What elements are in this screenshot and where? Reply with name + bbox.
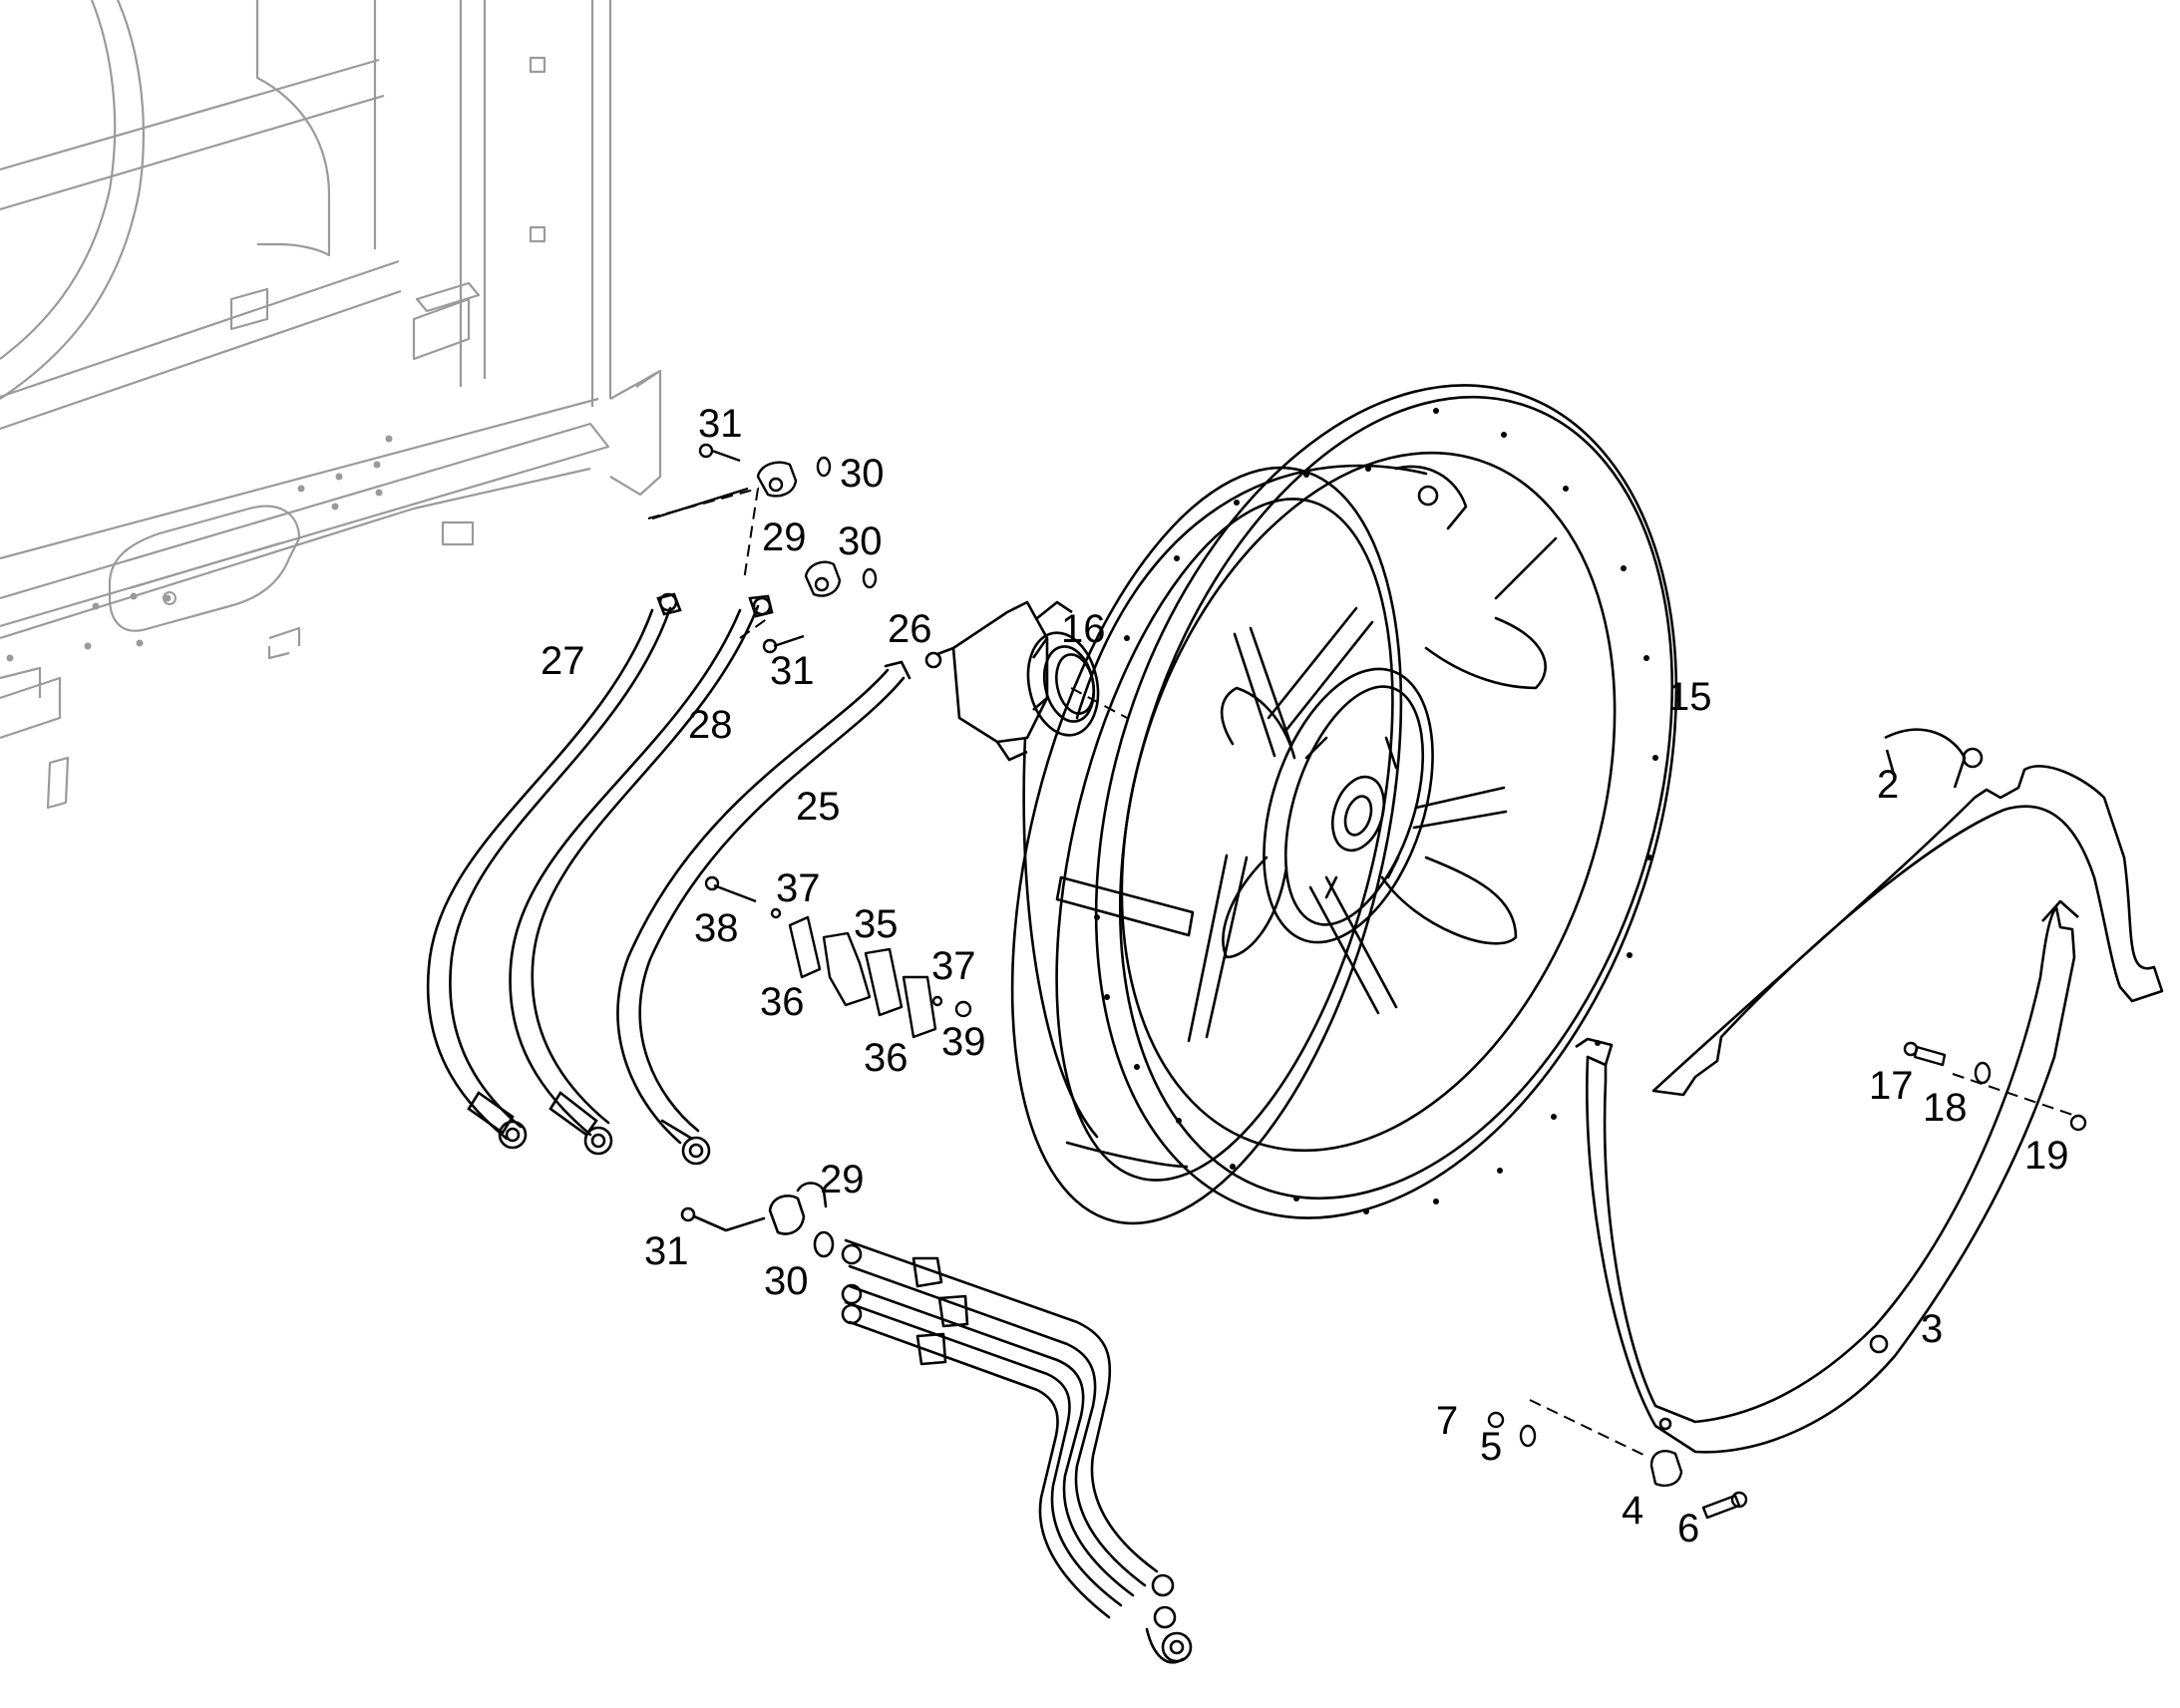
callout-labels: 31 30 29 30 26 16 27 31 28 15 25 2 37 38…	[541, 402, 2069, 1550]
callout-6: 6	[1677, 1507, 1699, 1550]
callout-30: 30	[764, 1259, 809, 1303]
callout-15: 15	[1667, 675, 1712, 719]
callout-37: 37	[931, 944, 976, 988]
rim-bolt-holes	[1094, 408, 1658, 1214]
callout-36: 36	[864, 1036, 908, 1080]
callout-16: 16	[1061, 607, 1106, 651]
callout-36: 36	[760, 980, 805, 1024]
shroud-segment-2	[1651, 728, 2164, 1097]
callout-31: 31	[644, 1229, 689, 1273]
hoses	[426, 592, 911, 1166]
callout-31: 31	[698, 402, 743, 446]
flange-clamps-top	[651, 443, 878, 654]
callout-19: 19	[2024, 1134, 2069, 1178]
callout-4: 4	[1622, 1489, 1643, 1533]
hydraulic-motor	[924, 600, 1100, 762]
clamp-bracket-set	[704, 875, 972, 1039]
callout-18: 18	[1923, 1086, 1968, 1130]
callout-30: 30	[838, 519, 883, 563]
callout-3: 3	[1921, 1307, 1943, 1351]
callout-29: 29	[762, 515, 807, 559]
fan-housing	[1010, 384, 1678, 1225]
callout-31: 31	[770, 649, 815, 693]
steel-tube-assembly	[680, 1182, 1193, 1664]
machine-frame	[0, 0, 662, 810]
callout-17: 17	[1869, 1064, 1914, 1108]
callout-2: 2	[1877, 763, 1899, 807]
callout-25: 25	[796, 785, 841, 829]
callout-7: 7	[1436, 1399, 1458, 1443]
callout-35: 35	[854, 902, 899, 946]
callout-39: 39	[941, 1020, 986, 1064]
callout-28: 28	[688, 703, 733, 747]
callout-26: 26	[888, 607, 932, 651]
callout-30: 30	[840, 452, 885, 496]
callout-29: 29	[820, 1158, 865, 1201]
fastener-hardware	[1487, 1041, 2087, 1520]
shroud-segment-3	[1575, 899, 2079, 1454]
callout-27: 27	[541, 639, 585, 683]
callout-38: 38	[694, 906, 739, 950]
callout-5: 5	[1480, 1425, 1502, 1469]
callout-37: 37	[776, 866, 821, 910]
